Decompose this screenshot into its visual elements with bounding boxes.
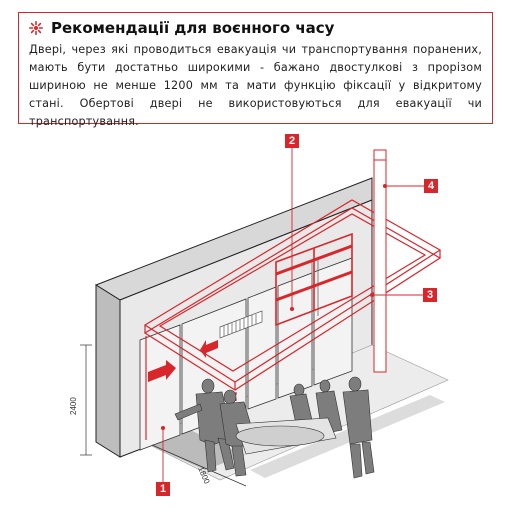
door-mat (219, 310, 263, 339)
callout-leaders (160, 148, 424, 482)
highlighted-double-door (275, 232, 353, 327)
callout-3: 3 (423, 288, 437, 302)
callout-4: 4 (424, 179, 438, 193)
callout-1: 1 (156, 482, 170, 496)
alert-burst-icon (29, 21, 43, 35)
dimension-width (151, 444, 247, 487)
wartime-recommendation-box: Рекомендації для воєнного часу Двері, че… (18, 12, 493, 128)
height-dimension-label: 2400 (69, 397, 78, 415)
evacuation-group (174, 376, 375, 479)
note-title: Рекомендації для воєнного часу (51, 19, 335, 37)
dimension-height (80, 344, 92, 456)
callout-2: 2 (285, 134, 299, 148)
drainpipe (373, 149, 387, 373)
note-text: Двері, через які проводиться евакуація ч… (29, 43, 482, 128)
